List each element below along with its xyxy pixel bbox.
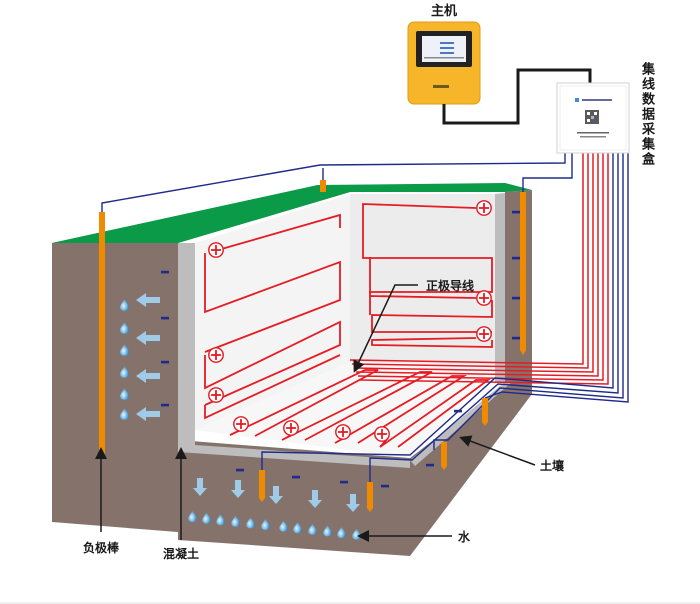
cathode-rod-icon <box>259 470 265 502</box>
soil-right-side <box>410 380 532 556</box>
flow-arrow-icon <box>136 331 160 345</box>
junction-box-icon <box>556 82 630 154</box>
inner-back-wall <box>350 194 495 365</box>
negative-mark <box>161 360 169 364</box>
flow-arrow-icon <box>308 490 322 508</box>
flow-arrow-icon <box>136 293 160 307</box>
positive-terminal-icon <box>207 386 225 404</box>
positive-terminal-icon <box>475 289 493 307</box>
flow-arrow-icon <box>193 478 207 496</box>
negative-mark <box>512 256 520 260</box>
positive-terminal-icon <box>207 241 225 259</box>
label-water: 水 <box>458 529 471 544</box>
label-soil: 土壤 <box>540 458 565 473</box>
positive-wires-back-wall <box>362 203 493 348</box>
negative-mark <box>161 316 169 320</box>
concrete-right <box>495 193 505 382</box>
qr-code-icon <box>585 110 599 124</box>
label-water-group: 水 <box>357 529 471 544</box>
negative-mark <box>454 409 462 413</box>
water-left-wall <box>120 293 160 421</box>
leader-soil <box>459 435 536 466</box>
flow-arrow-icon <box>136 369 160 383</box>
cathode-rod-icon <box>99 212 105 458</box>
grass-surface-left <box>52 185 350 243</box>
label-soil-group: 土壤 <box>459 435 565 473</box>
cathode-rod-icon <box>520 192 526 355</box>
cathode-rod-icon <box>367 482 373 512</box>
cathode-rod-icon <box>482 398 488 426</box>
label-concrete-group: 混凝土 <box>163 447 199 561</box>
concrete-left <box>178 243 410 468</box>
positive-terminal-icon <box>282 419 300 437</box>
negative-mark <box>340 480 348 484</box>
positive-wires-floor <box>229 369 491 448</box>
host-cable <box>442 68 592 125</box>
label-cathode-rod-group: 负极棒 <box>83 447 120 555</box>
positive-terminal-icon <box>373 425 391 443</box>
host-device-icon <box>407 21 481 105</box>
negative-mark <box>381 484 389 488</box>
positive-wire-bundle <box>349 150 609 385</box>
flow-arrow-icon <box>346 494 360 512</box>
positive-terminal-icon <box>475 325 493 343</box>
label-positive-wire-group: 正极导线 <box>353 278 474 373</box>
negative-wire-top-left <box>101 150 566 215</box>
negative-mark <box>512 336 520 340</box>
negative-wire-bundle <box>261 150 629 488</box>
negative-mark <box>512 296 520 300</box>
positive-terminal-icon <box>232 415 250 433</box>
negative-mark <box>426 463 434 467</box>
cathode-rods <box>99 180 526 512</box>
label-concrete: 混凝土 <box>163 546 199 561</box>
label-host: 主机 <box>431 3 457 19</box>
negative-mark <box>161 403 169 407</box>
label-positive-wire: 正极导线 <box>426 278 474 293</box>
label-junction-box: 集线数据采集盒 <box>639 62 654 167</box>
negative-mark <box>161 270 169 274</box>
flow-arrow-icon <box>136 407 160 421</box>
cathode-rod-icon <box>441 442 447 470</box>
water-bottom <box>188 478 361 540</box>
inner-floor <box>195 362 495 458</box>
negative-mark <box>292 475 300 479</box>
positive-terminal-icon <box>334 423 352 441</box>
leader-positive-wire <box>353 284 418 373</box>
cathode-rod-icon <box>320 180 326 192</box>
bottom-divider <box>0 602 700 604</box>
positive-terminal-icon <box>475 199 493 217</box>
positive-wires-left-wall <box>204 213 341 420</box>
negative-mark <box>512 210 520 214</box>
flow-arrow-icon <box>269 486 283 504</box>
negative-wire-right-rod <box>522 150 573 195</box>
negative-mark <box>236 468 244 472</box>
inner-left-wall <box>195 194 350 430</box>
flow-arrow-icon <box>231 480 245 498</box>
positive-terminal-icon <box>207 346 225 364</box>
label-cathode-rod: 负极棒 <box>83 540 120 555</box>
negative-charge-marks <box>161 210 520 488</box>
